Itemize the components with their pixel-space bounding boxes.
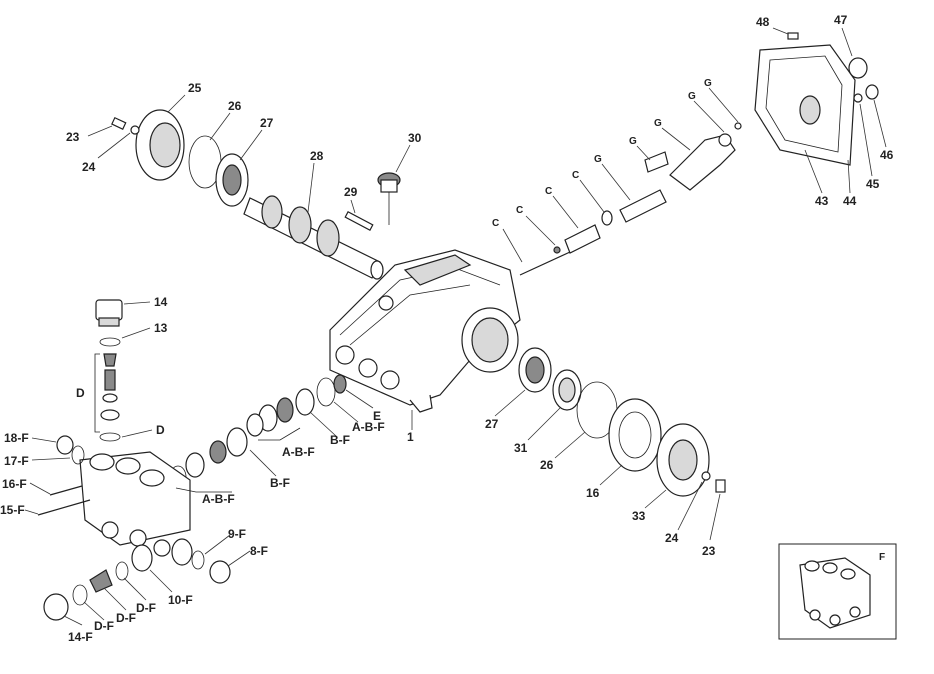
dipstick-part-30 [377, 172, 401, 225]
o-ring-part-df-3 [115, 561, 129, 581]
label-df-1: D-F [94, 619, 114, 633]
bearing-part-27-right [518, 347, 552, 393]
label-abf-3: A-B-F [202, 492, 235, 506]
label-p33: 33 [632, 509, 646, 523]
label-f18: 18-F [4, 431, 29, 445]
screw-part-23-right [715, 479, 726, 493]
part-labels: 25 26 27 28 29 30 23 24 14 13 D D 1 E A-… [0, 13, 894, 644]
label-p1: 1 [407, 430, 414, 444]
plug-part-8f [209, 560, 231, 584]
label-p14: 14 [154, 295, 168, 309]
washer-part-24-right [701, 471, 711, 481]
label-p24-right: 24 [665, 531, 679, 545]
label-df-2: D-F [116, 611, 136, 625]
label-e: E [373, 409, 381, 423]
screw-part-48 [787, 32, 799, 40]
label-p46: 46 [880, 148, 894, 162]
rear-cover-part-33 [656, 423, 710, 497]
label-p43: 43 [815, 194, 829, 208]
ring-part-10f-b [171, 538, 193, 566]
label-p16: 16 [586, 486, 600, 500]
label-c4: C [572, 170, 579, 181]
label-p23-left: 23 [66, 130, 80, 144]
manifold-part-f [79, 451, 191, 557]
label-p13: 13 [154, 321, 168, 335]
bearing-cover-part-25 [135, 109, 185, 181]
washer-part-45 [853, 93, 863, 103]
crankcase-cover-part-43 [754, 44, 856, 166]
o-ring-part-17f [71, 445, 85, 465]
label-p25: 25 [188, 81, 202, 95]
label-p48: 48 [756, 15, 770, 29]
label-g2: G [629, 136, 637, 147]
oil-sight-glass-part-47 [848, 57, 868, 79]
label-p28: 28 [310, 149, 324, 163]
label-p23-right: 23 [702, 544, 716, 558]
inset-label-f: F [879, 552, 885, 563]
crankcase-part-1 [329, 249, 521, 413]
crankshaft-part-28 [243, 195, 384, 280]
gasket-part-16 [608, 398, 662, 472]
seat-part-10f [131, 544, 153, 572]
key-part-29 [344, 210, 374, 232]
label-d-small: D [156, 423, 165, 437]
washer-part-24-left [130, 125, 140, 135]
plug-part-18f [56, 435, 74, 455]
seal-stack [169, 374, 347, 489]
valve-assembly-d [95, 299, 123, 442]
label-p45: 45 [866, 177, 880, 191]
label-p26-right: 26 [540, 458, 554, 472]
inset-box-f: F [778, 543, 897, 640]
label-g4: G [688, 91, 696, 102]
label-g5: G [704, 78, 712, 89]
label-c2: C [516, 205, 523, 216]
label-f17: 17-F [4, 454, 29, 468]
label-c1: C [492, 218, 499, 229]
connecting-rod-assembly [519, 122, 742, 276]
o-ring-part-9f [191, 550, 205, 570]
bolt-part-15f [37, 499, 91, 516]
label-f8: 8-F [250, 544, 268, 558]
stud-part-16f [49, 485, 83, 496]
screw-part-23-left [111, 116, 127, 130]
label-p29: 29 [344, 185, 358, 199]
label-df-3: D-F [136, 601, 156, 615]
label-g1: G [594, 154, 602, 165]
label-p24-left: 24 [82, 160, 96, 174]
plug-part-14f [43, 593, 69, 621]
label-f10: 10-F [168, 593, 193, 607]
plug-part-46 [865, 84, 879, 100]
label-f14: 14-F [68, 630, 93, 644]
label-p27-right: 27 [485, 417, 499, 431]
label-p31: 31 [514, 441, 528, 455]
bearing-part-27-left [215, 153, 249, 207]
label-p44: 44 [843, 194, 857, 208]
label-abf-2: A-B-F [282, 445, 315, 459]
label-f16: 16-F [2, 477, 27, 491]
o-ring-part-df-1 [72, 584, 88, 606]
label-bf-1: B-F [330, 433, 350, 447]
label-p26-left: 26 [228, 99, 242, 113]
label-p30: 30 [408, 131, 422, 145]
label-f9: 9-F [228, 527, 246, 541]
leader-lines [24, 27, 887, 626]
valve-part-df-2 [89, 569, 113, 593]
label-abf-1: A-B-F [352, 420, 385, 434]
label-bf-2: B-F [270, 476, 290, 490]
label-p47: 47 [834, 13, 848, 27]
seal-part-31 [552, 369, 582, 411]
label-p27-left: 27 [260, 116, 274, 130]
label-g3: G [654, 118, 662, 129]
label-f15: 15-F [0, 503, 25, 517]
label-c3: C [545, 186, 552, 197]
label-d-bracket: D [76, 386, 85, 400]
